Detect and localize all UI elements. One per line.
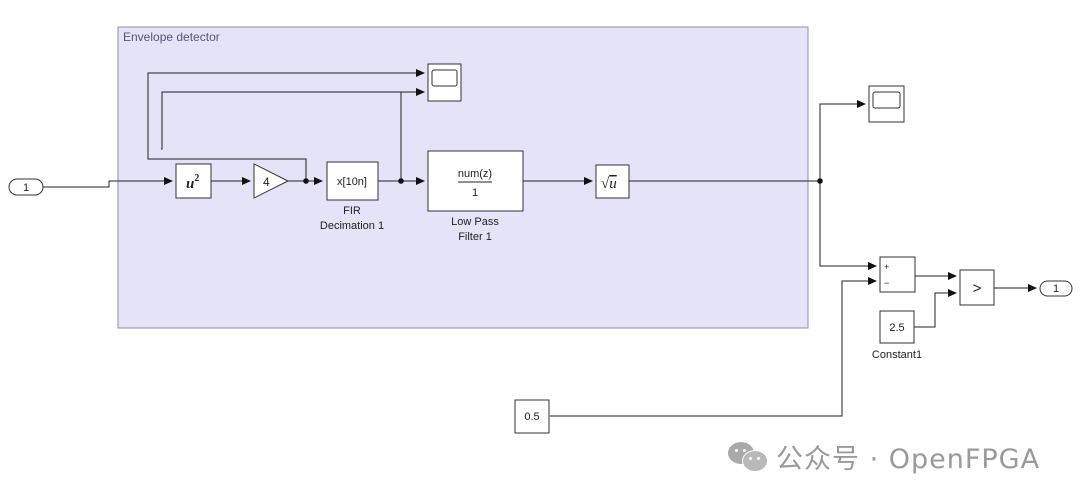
branch-dot [398, 178, 404, 184]
fir-label-1: FIR [343, 205, 361, 217]
branch-points [303, 178, 823, 184]
outport-1[interactable]: 1 [1039, 280, 1073, 297]
subtract-block[interactable]: + − [879, 256, 916, 293]
svg-text:−: − [884, 278, 889, 288]
relational-operator-block[interactable]: > [959, 269, 995, 306]
svg-text:x[10n]: x[10n] [337, 176, 367, 188]
scope-block-1[interactable] [427, 63, 462, 102]
inport-1[interactable]: 1 [8, 178, 44, 196]
scope-screen-icon [872, 91, 901, 109]
gain-block[interactable]: 4 [253, 163, 290, 199]
subsystem-title: Envelope detector [123, 30, 220, 44]
wechat-icon [728, 440, 768, 472]
svg-text:u2: u2 [186, 173, 199, 192]
lpf-label-2: Filter 1 [458, 231, 492, 243]
offset-constant-block[interactable]: 0.5 [514, 399, 550, 434]
svg-text:+: + [884, 262, 889, 272]
svg-text:√u: √u [601, 176, 617, 192]
branch-dot [817, 178, 823, 184]
line-offset-to-sum-minus [550, 277, 877, 417]
constant1-block[interactable]: 2.5 Constant1 [872, 310, 922, 361]
svg-text:>: > [973, 280, 982, 297]
line-to-sum-plus [819, 181, 877, 270]
line-to-scope-3 [819, 100, 866, 181]
svg-text:1: 1 [23, 182, 29, 194]
svg-text:1: 1 [1053, 283, 1059, 295]
fir-label-2: Decimation 1 [320, 220, 384, 232]
svg-text:1: 1 [472, 187, 478, 199]
fir-decimation-block[interactable]: x[10n] FIR Decimation 1 [320, 161, 384, 232]
line-in-to-square [43, 177, 173, 188]
svg-text:num(z): num(z) [458, 168, 492, 180]
watermark: 公众号 · OpenFPGA [728, 438, 1041, 475]
lpf-label-1: Low Pass [451, 216, 499, 228]
constant1-label: Constant1 [872, 349, 922, 361]
scope-block-2[interactable] [868, 85, 905, 123]
line-const-to-compare [914, 289, 957, 328]
sqrt-block[interactable]: √u [595, 164, 630, 199]
low-pass-filter-block[interactable]: num(z) 1 Low Pass Filter 1 [427, 150, 524, 243]
svg-text:2.5: 2.5 [889, 322, 904, 334]
signal-lines [43, 69, 1037, 417]
scope-screen-icon [431, 69, 458, 87]
watermark-text: 公众号 · OpenFPGA [776, 443, 1041, 475]
svg-text:4: 4 [263, 175, 270, 189]
line-branch-up-to-scope [147, 69, 425, 181]
square-block[interactable]: u2 [175, 163, 212, 199]
svg-text:0.5: 0.5 [524, 411, 539, 423]
branch-dot [303, 178, 309, 184]
